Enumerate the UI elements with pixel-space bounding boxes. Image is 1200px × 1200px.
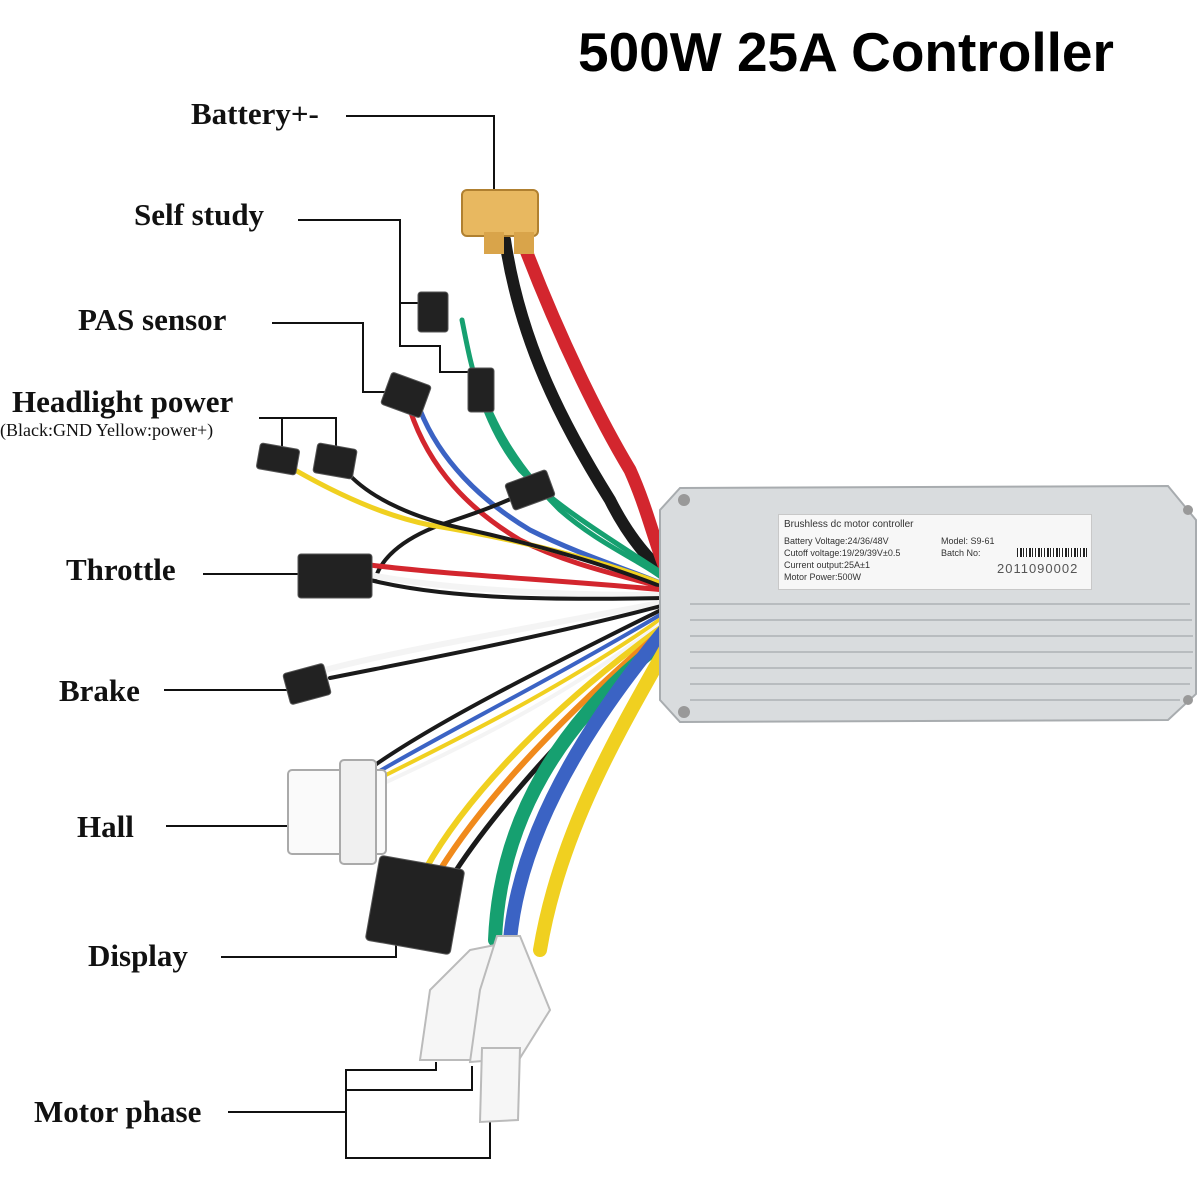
leader-battery [346, 115, 495, 192]
label-headlight-power: Headlight power [12, 384, 234, 419]
nameplate-model: Model: S9-61 [941, 536, 995, 546]
nameplate-cutoff-voltage: Cutoff voltage:19/29/39V±0.5 [784, 548, 901, 558]
headlight-connector-2 [312, 442, 358, 480]
label-headlight-note: (Black:GND Yellow:power+) [0, 420, 214, 440]
nameplate-battery-voltage: Battery Voltage:24/36/48V [784, 536, 889, 546]
headlight-connector-1 [256, 442, 300, 476]
brake-connector [282, 663, 332, 705]
nameplate-serial: 2011090002 [997, 561, 1079, 576]
nameplate-header: Brushless dc motor controller [784, 519, 914, 530]
pas-connector [380, 372, 432, 418]
leader-self-study [298, 219, 472, 373]
nameplate-batch: Batch No: [941, 548, 981, 558]
nameplate: Brushless dc motor controller Battery Vo… [778, 514, 1092, 590]
motor-phase-connectors [418, 935, 552, 1124]
extra-connector [504, 469, 556, 511]
self-study-connector [417, 291, 449, 333]
leader-motor-phase-2 [346, 1066, 473, 1091]
hall-connector [287, 759, 387, 865]
nameplate-current-output: Current output:25A±1 [784, 560, 870, 570]
label-brake: Brake [59, 673, 140, 708]
label-throttle: Throttle [66, 552, 176, 587]
display-connector [365, 855, 465, 955]
wire-bundle [292, 233, 676, 957]
page-title: 500W 25A Controller [578, 21, 1114, 83]
label-hall: Hall [77, 809, 134, 844]
battery-connector [461, 189, 539, 254]
label-display: Display [88, 938, 188, 973]
label-battery: Battery+- [191, 96, 319, 131]
barcode [1017, 548, 1087, 557]
label-self-study: Self study [134, 197, 265, 232]
label-pas-sensor: PAS sensor [78, 302, 227, 337]
small-connectors [256, 291, 556, 955]
leader-motor-phase [228, 1062, 437, 1113]
label-motor-phase: Motor phase [34, 1094, 202, 1129]
leader-motor-phase-3 [345, 1112, 491, 1159]
throttle-connector [297, 553, 373, 599]
leader-pas [272, 322, 390, 393]
self-study-connector-2 [467, 367, 495, 413]
nameplate-motor-power: Motor Power:500W [784, 572, 862, 582]
leader-headlight [259, 417, 337, 450]
